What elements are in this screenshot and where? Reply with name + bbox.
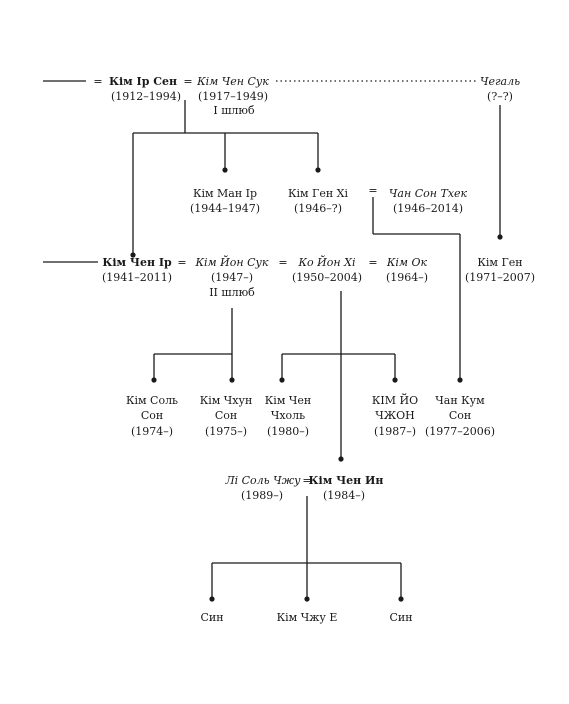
person-years-kim-man-ir: (1944–1947) — [189, 202, 261, 215]
person-name-kim-man-ir: Кім Ман Ір — [192, 187, 258, 200]
person-name-kim-chen-chhol: Кім Чен — [264, 394, 312, 407]
marriage-sign: = — [177, 256, 187, 269]
person-name-ko-yon-hi: Ко Йон Хі — [298, 256, 356, 269]
person-years-kim-gen: (1971–2007) — [464, 271, 536, 284]
node-dot-son-1 — [209, 596, 215, 602]
person-name-kim-chzhu-e: Кім Чжу Е — [276, 611, 338, 624]
person-name-kim-sol-son-line2: Сон — [140, 409, 164, 422]
person-years-chan-son-thek: (1946–2014) — [392, 202, 464, 215]
node-dot-kim-chen-chhol — [279, 377, 285, 383]
person-years-kim-sol-son: (1974–) — [130, 425, 174, 438]
person-years-kim-yon-suk: (1947–) — [210, 271, 254, 284]
marriage-sign: = — [93, 75, 103, 88]
person-name-kim-yon-suk: Кім Йон Сук — [195, 256, 269, 269]
person-years-ko-yon-hi: (1950–2004) — [291, 271, 363, 284]
person-years-chan-kum-son: (1977–2006) — [424, 425, 496, 438]
person-name-kim-chhun-son: Кім Чхун — [199, 394, 253, 407]
person-name-kim-chen-suk: Кім Чен Сук — [197, 75, 269, 88]
person-name-son-1: Син — [200, 611, 224, 624]
person-years-kim-chen-yn: (1984–) — [322, 489, 366, 502]
person-years-chegal: (?–?) — [487, 90, 513, 103]
person-name-kim-chen-yn: Кім Чен Ин — [308, 474, 384, 487]
person-name-chan-son-thek: Чан Сон Тхек — [388, 187, 468, 200]
person-years-kim-chhun-son: (1975–) — [204, 425, 248, 438]
person-years-kim-chen-suk: (1917–1949) — [197, 90, 269, 103]
node-dot-kim-man-ir — [222, 167, 228, 173]
person-name-li-sol-chzhu: Лі Соль Чжу — [225, 474, 301, 487]
person-name-kim-yo-chzhon-line2: ЧЖОН — [375, 409, 415, 422]
marriage-note-first: I шлюб — [213, 104, 255, 117]
marriage-sign: = — [368, 256, 378, 269]
person-name-kim-ok: Кім Ок — [386, 256, 428, 269]
person-name-kim-ir-sen: Кім Ір Сен — [108, 75, 178, 88]
person-years-kim-ok: (1964–) — [385, 271, 429, 284]
marriage-sign: = — [278, 256, 288, 269]
person-name-kim-sol-son: Кім Соль — [125, 394, 179, 407]
node-dot-chan-kum-son — [457, 377, 463, 383]
person-years-kim-ir-sen: (1912–1994) — [110, 90, 182, 103]
node-dot-kim-chen-ir — [130, 252, 136, 258]
person-years-kim-gen-hi: (1946–?) — [294, 202, 342, 215]
node-dot-kim-chzhu-e — [304, 596, 310, 602]
person-name-chegal: Чегаль — [479, 75, 521, 88]
node-dot-kim-chhun-son — [229, 377, 235, 383]
node-dot-kim-chen-yn — [338, 456, 344, 462]
marriage-note-second: II шлюб — [209, 286, 255, 299]
person-name-chan-kum-son: Чан Кум — [435, 394, 485, 407]
person-years-kim-yo-chzhon: (1987–) — [373, 425, 417, 438]
marriage-sign: = — [368, 184, 378, 197]
node-dot-kim-sol-son — [151, 377, 157, 383]
node-dot-kim-gen — [497, 234, 503, 240]
person-name-kim-chhun-son-line2: Сон — [214, 409, 238, 422]
node-dot-son-2 — [398, 596, 404, 602]
node-dot-kim-gen-hi — [315, 167, 321, 173]
person-name-kim-gen: Кім Ген — [477, 256, 523, 269]
person-name-chan-kum-son-line2: Сон — [448, 409, 472, 422]
node-dot-kim-yo-chzhon — [392, 377, 398, 383]
person-name-kim-chen-chhol-line2: Чхоль — [270, 409, 306, 422]
person-name-kim-yo-chzhon: КІМ ЙО — [371, 394, 419, 407]
person-name-son-2: Син — [389, 611, 413, 624]
person-name-kim-chen-ir: Кім Чен Ір — [102, 256, 172, 269]
person-years-kim-chen-ir: (1941–2011) — [101, 271, 173, 284]
person-years-kim-chen-chhol: (1980–) — [266, 425, 310, 438]
person-years-li-sol-chzhu: (1989–) — [240, 489, 284, 502]
person-name-kim-gen-hi: Кім Ген Хі — [287, 187, 349, 200]
marriage-sign: = — [183, 75, 193, 88]
marriage-sign: = — [302, 474, 312, 487]
